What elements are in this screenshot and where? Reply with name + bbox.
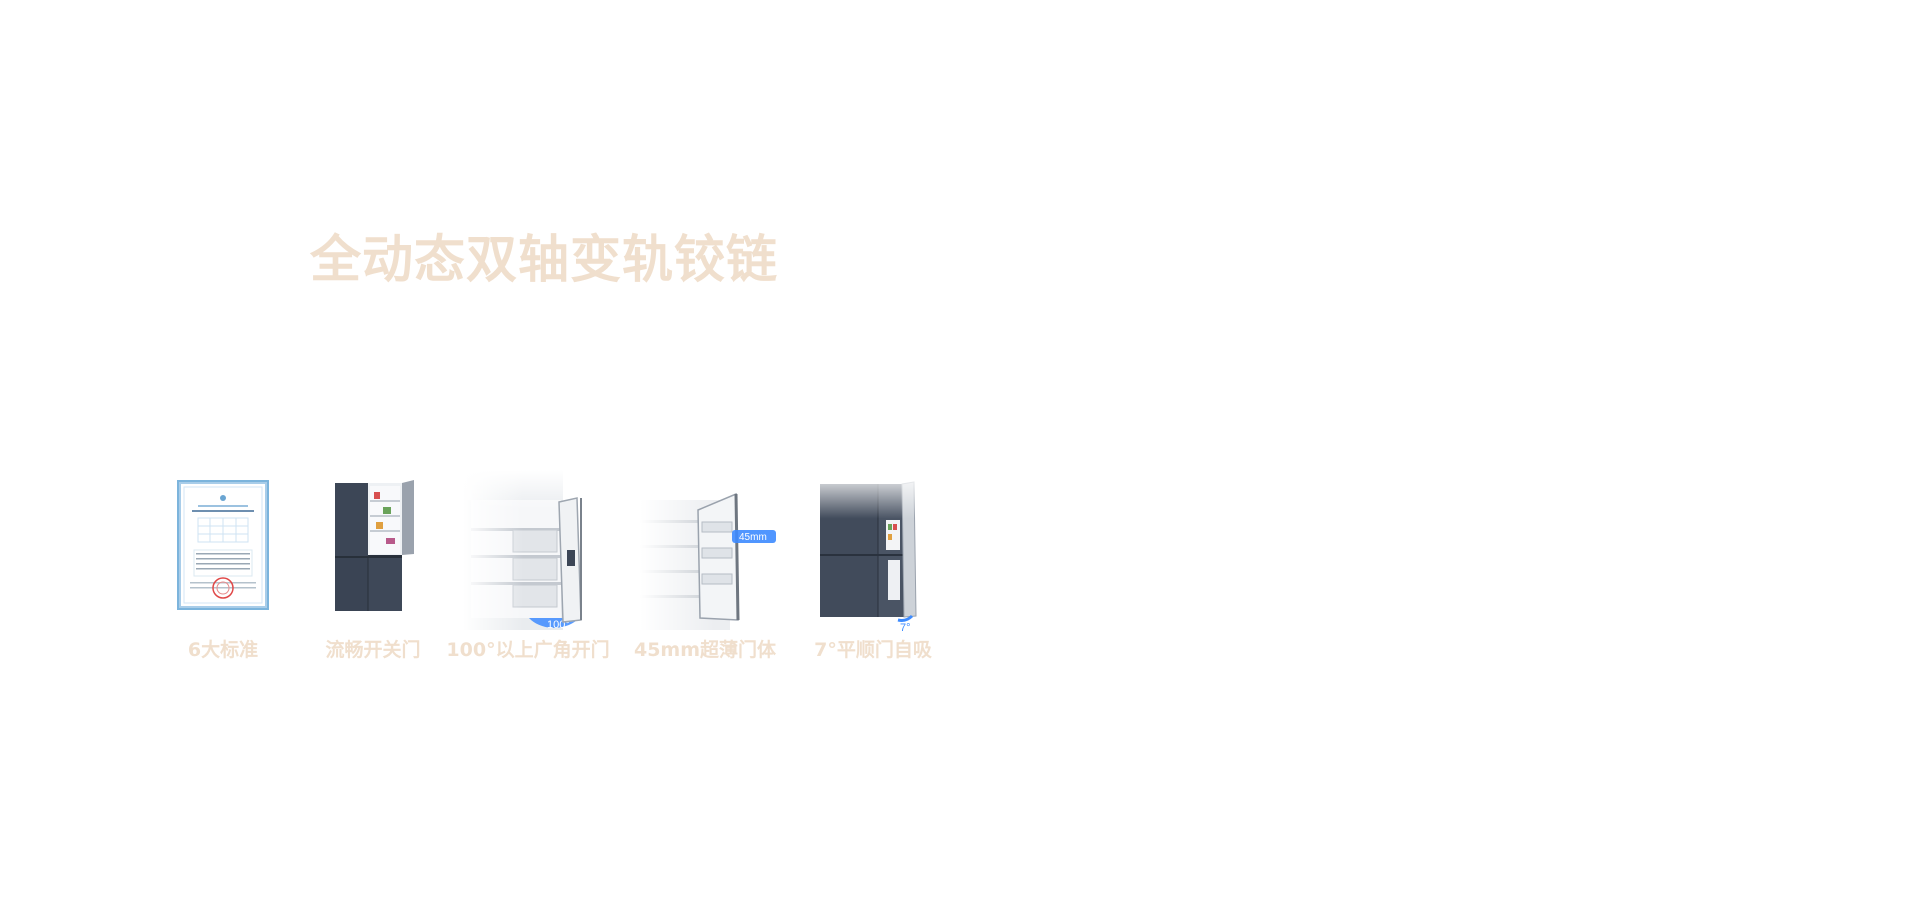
feature-label: 100°以上广角开门 [446,639,610,661]
fridge-thin-door-icon: 45mm [640,470,790,630]
feature-label: 6大标准 [187,639,259,661]
feature-label: 流畅开关门 [325,639,421,661]
feature-label: 7°平顺门自吸 [814,639,932,661]
angle-badge: 7° [900,622,911,632]
certificate-icon [177,480,269,610]
page-title: 全动态双轴变轨铰链 [310,231,779,290]
fridge-wide-angle-icon: 100° [463,470,597,630]
fridge-open-door-icon [335,480,414,611]
thickness-badge: 45mm [739,532,767,543]
feature-label: 45mm超薄门体 [633,639,777,661]
fridge-self-close-icon: 7° [818,470,928,632]
angle-badge: 100° [547,619,570,630]
